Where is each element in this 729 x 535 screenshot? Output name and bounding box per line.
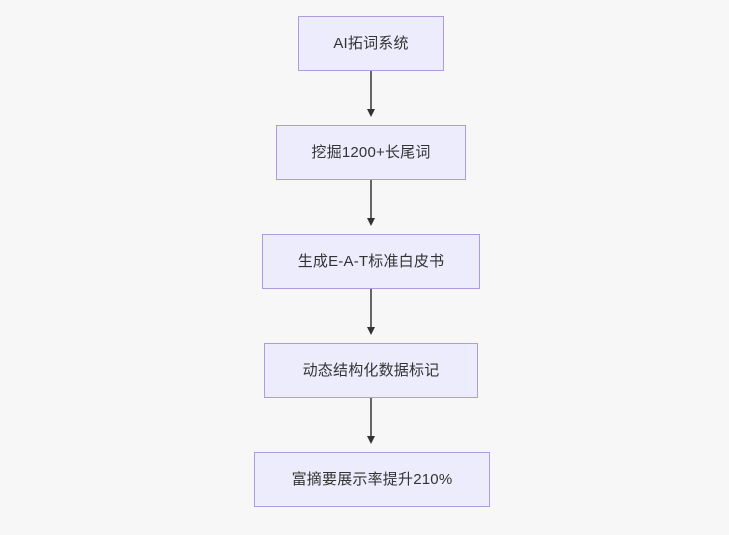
flow-edge-1	[366, 71, 375, 117]
flow-edge-line	[370, 289, 372, 328]
arrow-down-icon	[366, 436, 375, 444]
flow-node-ai-keyword-system[interactable]: AI拓词系统	[298, 16, 444, 71]
flow-node-generate-eat-whitepaper[interactable]: 生成E-A-T标准白皮书	[262, 234, 480, 289]
arrow-down-icon	[366, 109, 375, 117]
arrow-down-icon	[366, 218, 375, 226]
flow-edge-2	[366, 180, 375, 226]
flow-edge-line	[370, 180, 372, 219]
flow-node-rich-snippet-impression-uplift[interactable]: 富摘要展示率提升210%	[254, 452, 490, 507]
flow-node-label: 富摘要展示率提升210%	[291, 470, 453, 488]
flow-node-dynamic-structured-data-markup[interactable]: 动态结构化数据标记	[264, 343, 478, 398]
flow-node-mine-longtail-keywords[interactable]: 挖掘1200+长尾词	[276, 125, 466, 180]
flow-node-label: AI拓词系统	[333, 34, 409, 52]
flow-node-label: 动态结构化数据标记	[302, 361, 440, 379]
flow-node-label: 挖掘1200+长尾词	[311, 143, 431, 161]
flow-edge-4	[366, 398, 375, 444]
flow-edge-line	[370, 398, 372, 437]
flow-edge-line	[370, 71, 372, 110]
arrow-down-icon	[366, 327, 375, 335]
flow-node-label: 生成E-A-T标准白皮书	[297, 252, 445, 270]
flow-edge-3	[366, 289, 375, 335]
